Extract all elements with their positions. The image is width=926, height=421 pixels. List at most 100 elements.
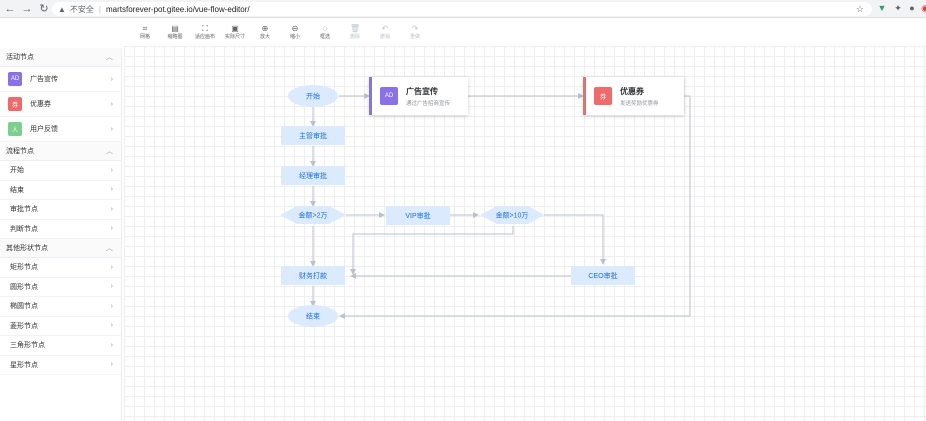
profile-icon[interactable]: ● — [909, 3, 915, 13]
palette-item[interactable]: 结束› — [0, 181, 121, 200]
delete-icon: 🗑 — [349, 23, 361, 33]
group-title: 活动节点 — [6, 54, 34, 61]
palette-item[interactable]: 三角形节点 › — [0, 336, 121, 356]
minimap-icon: ▤ — [171, 23, 179, 33]
palette-item-label: 开始 — [10, 167, 24, 175]
palette-item[interactable]: 审批节点› — [0, 200, 121, 220]
flow-node-amount-100k — [480, 206, 544, 224]
flow-canvas[interactable]: 开始 主管审批 经理审批 金额>2万 VIP审批 金额>10万 财务打款 CEO… — [124, 46, 926, 421]
toolbar-undo-button[interactable]: ↶撤销 — [370, 20, 400, 44]
chevron-right-icon: › — [110, 341, 113, 349]
reload-icon[interactable]: ↻ — [39, 2, 49, 15]
flow-node-label: 财务打款 — [299, 271, 327, 280]
palette-item[interactable]: 判断节点› — [0, 220, 121, 239]
extensions-icon[interactable]: ✦ — [894, 3, 902, 13]
redo-icon: ↷ — [411, 23, 419, 33]
node-type-icon: 券 — [8, 97, 22, 111]
palette-item-label: 判断节点 — [10, 225, 38, 233]
toolbar-label: 撤销 — [379, 33, 390, 40]
palette-item-label: 三角形节点 — [10, 342, 45, 350]
chevron-right-icon: › — [110, 100, 113, 108]
flow-card-coupon[interactable]: 券 优惠券 发送奖励优惠券 — [583, 77, 684, 115]
card-subtitle: 通过广告招商宣传 — [406, 100, 451, 107]
flow-node-label: 主管审批 — [299, 131, 327, 140]
flow-node-director — [281, 166, 345, 185]
flow-node-label: 金额>2万 — [299, 211, 328, 220]
flow-node-end — [288, 305, 338, 327]
flow-node-vip — [386, 206, 450, 225]
group-header-activity[interactable]: 活动节点 ︿ — [0, 48, 121, 67]
palette-item-label: 广告宣传 — [30, 76, 58, 83]
chevron-right-icon: › — [110, 166, 113, 174]
toolbar-minimap-button[interactable]: ▤缩略图 — [160, 20, 190, 44]
card-accent-bar — [369, 77, 372, 115]
chevron-right-icon: › — [110, 205, 113, 213]
browser-chrome: ← → ↻ ▲ 不安全 | martsforever-pot.gitee.io/… — [0, 0, 926, 18]
toolbar-label: 适应画布 — [194, 33, 215, 40]
toolbar-label: 框选 — [319, 33, 330, 40]
palette-item[interactable]: 星形节点› — [0, 356, 121, 375]
warning-icon: ▲ — [58, 4, 66, 14]
toolbar-label: 重做 — [409, 33, 420, 40]
flow-node-label: 开始 — [306, 92, 320, 101]
node-type-icon: AD — [8, 72, 22, 86]
flow-node-start — [288, 85, 338, 107]
toolbar-select-button[interactable]: ◌框选 — [310, 20, 340, 44]
card-subtitle: 发送奖励优惠券 — [620, 100, 659, 107]
group-header-shapes[interactable]: 其他形状节点 ︿ — [0, 239, 121, 258]
actual-size-icon: ▣ — [231, 23, 239, 33]
toolbar-label: 网格 — [139, 33, 150, 40]
palette-item-label: 优惠券 — [30, 101, 51, 108]
flow-node-label: VIP审批 — [405, 211, 430, 220]
chevron-right-icon: › — [110, 302, 113, 310]
node-type-icon: 人 — [8, 122, 22, 136]
flow-node-finance — [281, 266, 345, 285]
palette-item[interactable]: 矩形节点› — [0, 258, 121, 278]
forward-icon[interactable]: → — [21, 2, 33, 15]
card-accent-bar — [583, 77, 586, 115]
address-separator: | — [98, 4, 101, 14]
toolbar-grid-button[interactable]: ⌗网格 — [130, 20, 160, 44]
toolbar-fit-canvas-button[interactable]: ⛶适应画布 — [190, 20, 220, 44]
back-icon[interactable]: ← — [4, 2, 16, 15]
toolbar-redo-button[interactable]: ↷重做 — [400, 20, 430, 44]
chevron-up-icon: ︿ — [106, 54, 113, 61]
palette-item-label: 星形节点 — [10, 361, 38, 369]
ad-icon: AD — [380, 87, 398, 105]
toolbar-zoom-out-button[interactable]: ⊖缩小 — [280, 20, 310, 44]
palette-item-label: 椭圆节点 — [10, 303, 38, 311]
palette-item[interactable]: 人用户反馈› — [0, 117, 121, 142]
group-title: 流程节点 — [6, 148, 34, 155]
flow-card-ad[interactable]: AD 广告宣传 通过广告招商宣传 — [369, 77, 468, 115]
bookmark-star-icon[interactable]: ☆ — [855, 4, 864, 14]
grid-icon: ⌗ — [142, 23, 148, 33]
undo-icon: ↶ — [381, 23, 389, 33]
chevron-right-icon: › — [110, 283, 113, 291]
select-icon: ◌ — [322, 23, 328, 33]
flow-node-label: 金额>10万 — [496, 211, 529, 220]
flow-graph: 开始 主管审批 经理审批 金额>2万 VIP审批 金额>10万 财务打款 CEO… — [280, 85, 691, 327]
group-header-process[interactable]: 流程节点 ︿ — [0, 142, 121, 161]
palette-item[interactable]: 椭圆节点 › — [0, 297, 121, 317]
toolbar-delete-button[interactable]: 🗑删除 — [340, 20, 370, 44]
address-bar[interactable]: ▲ 不安全 | martsforever-pot.gitee.io/vue-fl… — [52, 2, 872, 16]
palette-item-label: 圆形节点 — [10, 283, 38, 291]
palette-item[interactable]: 开始 › — [0, 161, 121, 181]
palette-item[interactable]: 菱形节点› — [0, 317, 121, 336]
palette-item[interactable]: AD 广告宣传 › — [0, 67, 121, 92]
palette-item[interactable]: 圆形节点 › — [0, 278, 121, 297]
toolbar-zoom-in-button[interactable]: ⊕放大 — [250, 20, 280, 44]
toolbar-label: 缩小 — [289, 33, 300, 40]
menu-icon[interactable]: ◉ — [921, 3, 926, 13]
toolbar-actual-size-button[interactable]: ▣实际尺寸 — [220, 20, 250, 44]
palette-item[interactable]: 券 优惠券 › — [0, 92, 121, 117]
flow-node-manager — [281, 126, 345, 145]
vue-devtools-icon[interactable]: ▼ — [877, 3, 887, 13]
coupon-icon: 券 — [594, 87, 612, 105]
fit-canvas-icon: ⛶ — [202, 23, 208, 33]
card-title: 优惠券 — [620, 86, 644, 96]
toolbar-label: 放大 — [259, 33, 270, 40]
chevron-right-icon: › — [110, 75, 113, 83]
toolbar-label: 实际尺寸 — [224, 33, 245, 40]
editor-toolbar: ⌗网格▤缩略图⛶适应画布▣实际尺寸⊕放大⊖缩小◌框选🗑删除↶撤销↷重做 — [130, 20, 430, 44]
